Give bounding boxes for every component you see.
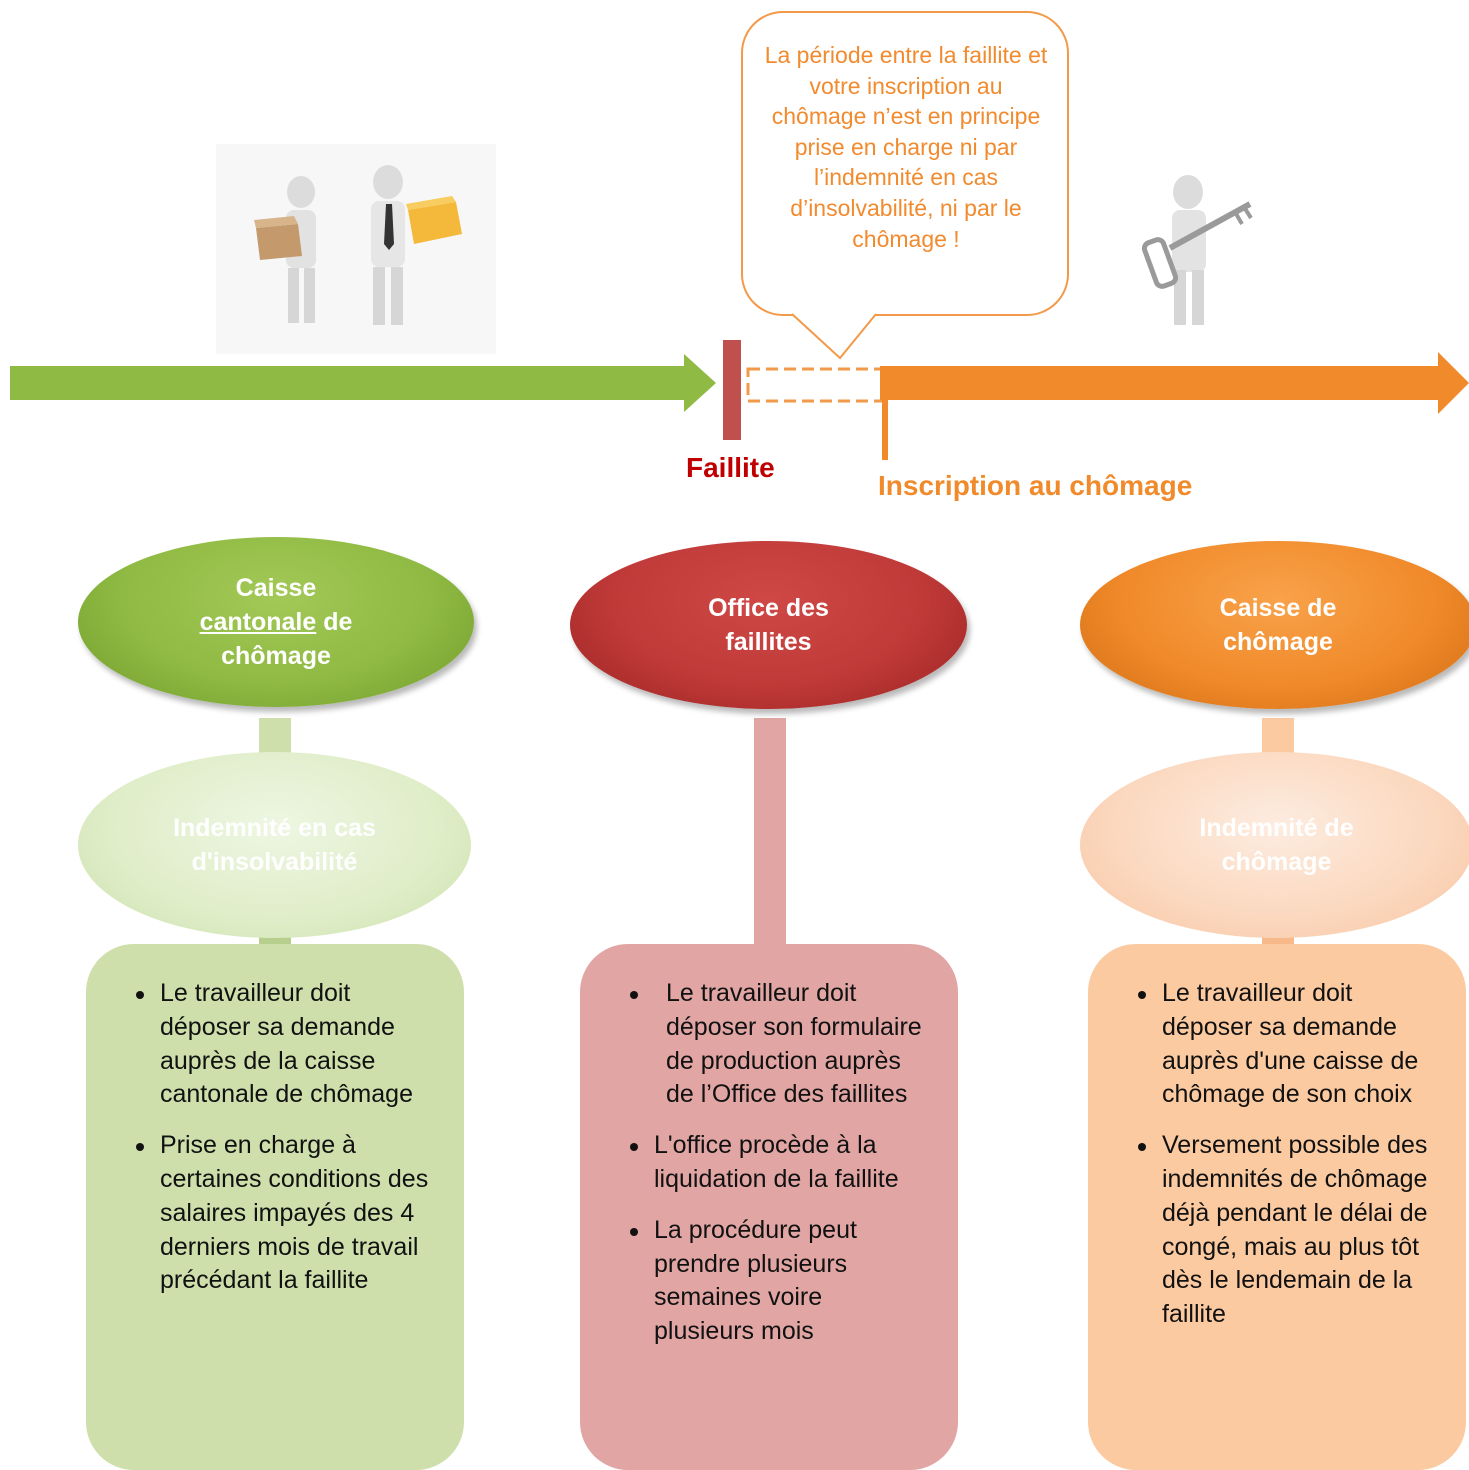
caisse-cantonale-line3: chômage <box>221 642 331 670</box>
caisse-cantonale-details: Le travailleur doit déposer sa demande a… <box>86 944 464 1470</box>
green-arrow-bar <box>10 366 686 400</box>
list-item: Le travailleur doit déposer sa demande a… <box>86 977 464 1112</box>
caisse-chomage-title: Caisse de chômage <box>1219 594 1337 656</box>
connector-red-arrow <box>738 718 802 974</box>
office-faillites-ellipse: Office des faillites <box>570 541 967 709</box>
speech-bubble-text: La période entre la faillite et votre in… <box>764 42 1048 252</box>
connector-orange-upper <box>1262 718 1294 754</box>
green-arrow-head <box>684 354 716 412</box>
person-holding-key-icon <box>1130 170 1260 330</box>
list-item: Le travailleur doit déposer sa demande a… <box>1088 977 1466 1112</box>
indemnite-insolvabilite-text: Indemnité en cas d'insolvabilité <box>173 814 376 876</box>
list-item: Versement possible des indemnités de chô… <box>1088 1129 1466 1332</box>
list-item: La procédure peut prendre plusieurs sema… <box>580 1214 958 1349</box>
indemnite-chomage-ellipse: Indemnité de chômage <box>1080 752 1469 938</box>
office-faillites-title: Office des faillites <box>708 594 829 656</box>
orange-arrow-head <box>1438 352 1469 414</box>
faillite-label: Faillite <box>686 452 775 483</box>
orange-arrow-bar <box>880 366 1440 400</box>
office-faillites-details: Le travailleur doit déposer son formulai… <box>580 944 958 1470</box>
caisse-cantonale-ellipse: Caisse cantonale de chômage <box>78 537 474 707</box>
list-item: Prise en charge à certaines conditions d… <box>86 1129 464 1298</box>
dashed-gap <box>746 367 884 403</box>
caisse-chomage-details: Le travailleur doit déposer sa demande a… <box>1088 944 1466 1470</box>
caisse-cantonale-line1: Caisse <box>235 574 317 602</box>
list-item: L'office procède à la liquidation de la … <box>580 1129 958 1197</box>
list-item: Le travailleur doit déposer son formulai… <box>580 977 958 1112</box>
indemnite-insolvabilite-ellipse: Indemnité en cas d'insolvabilité <box>78 752 471 938</box>
caisse-cantonale-rest: de <box>316 608 353 636</box>
caisse-cantonale-underlined: cantonale <box>199 608 317 636</box>
indemnite-chomage-text: Indemnité de chômage <box>1199 814 1354 876</box>
speech-bubble <box>741 11 1069 316</box>
inscription-marker <box>882 370 888 460</box>
caisse-chomage-ellipse: Caisse de chômage <box>1080 541 1469 709</box>
connector-green-upper <box>259 718 291 754</box>
speech-bubble-pointer <box>791 313 877 360</box>
workers-carrying-boxes-icon <box>216 144 496 354</box>
inscription-label: Inscription au chômage <box>878 470 1193 501</box>
timeline <box>10 340 1469 460</box>
faillite-marker <box>723 340 741 440</box>
